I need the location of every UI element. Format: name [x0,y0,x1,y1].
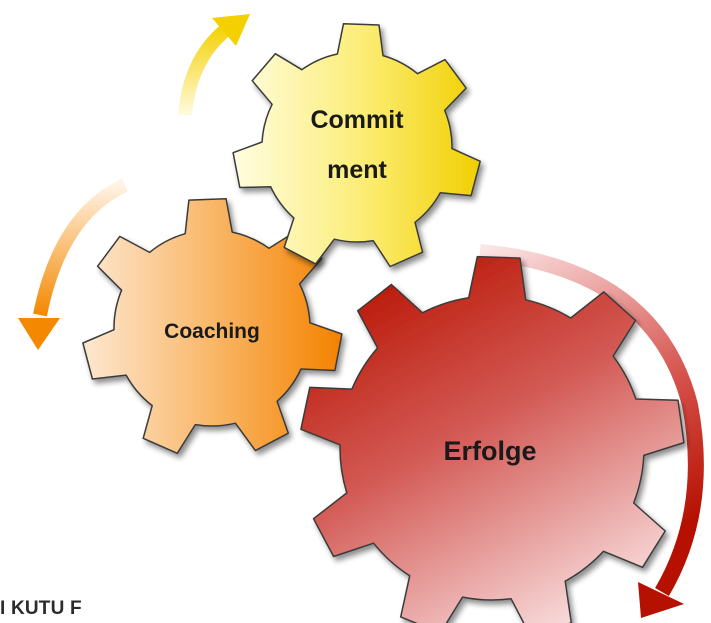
gear-commitment [232,22,481,268]
erfolge-label: Erfolge [443,436,536,466]
commitment-label-line1: Commit [310,106,404,134]
curved-arrow-red-icon [479,244,704,618]
footer-text: I KUTU F [0,598,82,619]
commitment-label-line2: ment [327,156,387,184]
curved-arrow-orange-icon [18,178,129,350]
coaching-label: Coaching [164,320,260,343]
gear-erfolge [300,255,685,623]
curved-arrow-yellow-icon [178,14,250,116]
